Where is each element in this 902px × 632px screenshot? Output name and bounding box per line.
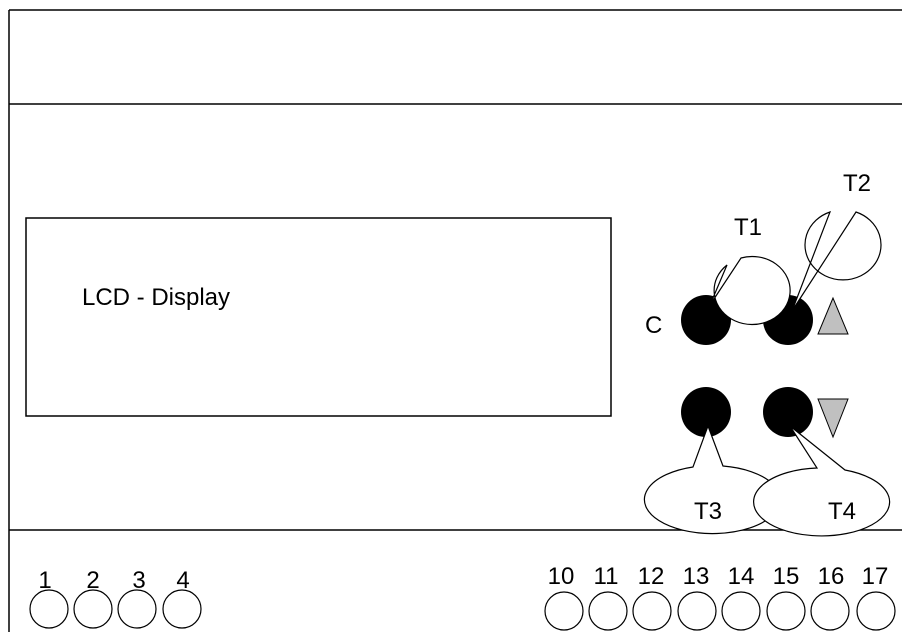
housing [8,9,902,632]
callout-t3-label: T3 [694,498,722,525]
terminal-screw[interactable] [73,589,113,629]
callout-t3: T3 [643,424,782,535]
callout-t4-label: T4 [828,498,856,525]
terminal-block-right: 10 11 12 13 14 15 16 17 [544,563,896,631]
terminal-label: 13 [683,563,710,590]
callout-t2: T2 [791,170,882,312]
terminal-label: 14 [728,563,755,590]
terminal-label: 10 [548,563,575,590]
terminal-screw[interactable] [721,591,761,631]
terminal-screw[interactable] [766,591,806,631]
terminal-screw[interactable] [588,591,628,631]
terminal-label: 17 [862,563,889,590]
terminal-label: 16 [818,563,845,590]
terminal-label: 12 [638,563,665,590]
terminal-label: 2 [86,567,99,594]
terminal-block-left: 1 2 3 4 [29,567,202,629]
terminal-label: 15 [773,563,800,590]
lcd-label: LCD - Display [82,284,230,311]
terminal-label: 11 [594,563,619,590]
terminal-label: 1 [38,567,51,594]
terminal-screw[interactable] [162,589,202,629]
c-label: C [645,312,662,339]
callout-t2-label: T2 [843,170,871,197]
terminal-screw[interactable] [29,589,69,629]
terminal-screw[interactable] [544,591,584,631]
terminal-label: 3 [132,567,145,594]
terminal-label: 4 [176,567,189,594]
terminal-screw[interactable] [810,591,850,631]
triangle-down-icon [817,398,849,439]
button-t4[interactable] [763,387,813,437]
terminal-screw[interactable] [117,589,157,629]
button-t3[interactable] [681,387,731,437]
lcd-display: LCD - Display [25,217,612,417]
triangle-up-icon [817,296,849,335]
terminal-screw[interactable] [632,591,672,631]
terminal-screw[interactable] [856,591,896,631]
callout-t1-label: T1 [734,214,762,241]
terminal-screw[interactable] [677,591,717,631]
callout-t1: T1 [709,214,791,326]
callout-t4: T4 [753,425,891,537]
